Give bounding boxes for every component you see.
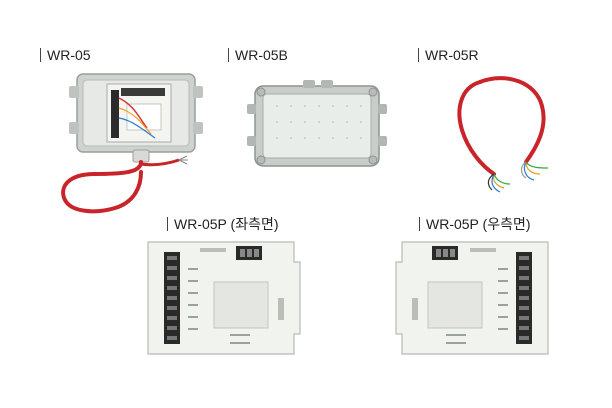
product-label-wr05b: WR-05B xyxy=(228,48,288,62)
product-label-wr05r: WR-05R xyxy=(418,48,479,62)
product-image-wr05r xyxy=(457,76,549,193)
product-image-wr05p-right xyxy=(395,241,549,355)
product-label-wr05: WR-05 xyxy=(40,48,91,62)
product-label-wr05p-left: WR-05P (좌측면) xyxy=(167,217,279,231)
product-image-wr05 xyxy=(61,73,203,214)
product-image-wr05p-left xyxy=(147,241,301,355)
product-image-wr05b xyxy=(247,80,387,167)
product-label-wr05p-right: WR-05P (우측면) xyxy=(419,217,531,231)
